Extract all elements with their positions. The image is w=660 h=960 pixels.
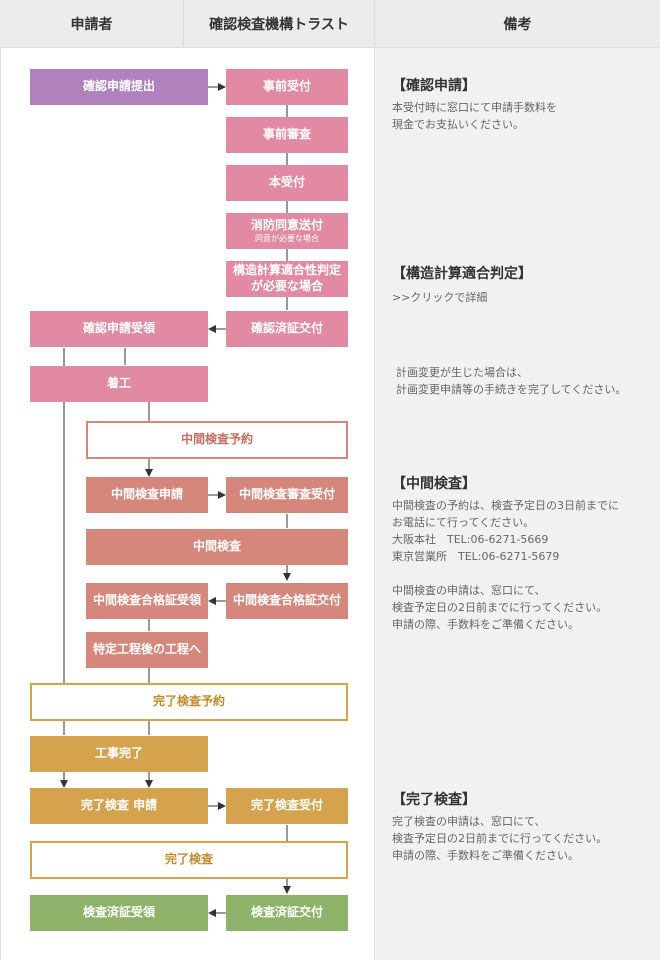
step-after-process: 特定工程後の工程へ bbox=[86, 632, 208, 668]
step-construction-done: 工事完了 bbox=[30, 736, 208, 772]
note-structural-title: 【構造計算適合判定】 bbox=[392, 266, 532, 282]
note-mid-line7: 申請の際、手数料をご準備ください。 bbox=[392, 618, 579, 631]
flow-left-border bbox=[0, 47, 1, 960]
note-mid-line5: 中間検査の申請は、窓口にて、 bbox=[392, 584, 546, 597]
step-final-apply: 完了検査 申請 bbox=[30, 788, 208, 824]
step-cert-receive: 確認申請受領 bbox=[30, 311, 208, 347]
step-mid-review-accept: 中間検査審査受付 bbox=[226, 477, 348, 513]
step-final-cert-receive: 検査済証受領 bbox=[30, 895, 208, 931]
note-mid-line6: 検査予定日の2日前までに行ってください。 bbox=[392, 601, 608, 614]
note-confirm: 【確認申請】 本受付時に窓口にて申請手数料を 現金でお支払いください。 bbox=[392, 75, 652, 133]
step-structural-line1: 構造計算適合性判定 bbox=[232, 263, 341, 278]
step-mid-reserve: 中間検査予約 bbox=[86, 421, 348, 459]
header-agency: 確認検査機構トラスト bbox=[209, 16, 349, 33]
step-mid-pass-receive: 中間検査合格証受領 bbox=[86, 583, 208, 619]
note-final-line1: 完了検査の申請は、窓口にて、 bbox=[392, 815, 546, 828]
table-header bbox=[0, 0, 660, 48]
note-final-line3: 申請の際、手数料をご準備ください。 bbox=[392, 849, 579, 862]
step-mid-pass-issue: 中間検査合格証交付 bbox=[226, 583, 348, 619]
step-construction-start: 着工 bbox=[30, 366, 208, 402]
step-main-accept: 本受付 bbox=[226, 165, 348, 201]
note-change: 計画変更が生じた場合は、 計画変更申請等の手続きを完了してください。 bbox=[396, 364, 656, 398]
note-mid-title: 【中間検査】 bbox=[392, 476, 476, 492]
step-submit: 確認申請提出 bbox=[30, 69, 208, 105]
step-pre-review: 事前審査 bbox=[226, 117, 348, 153]
step-structural-line2: が必要な場合 bbox=[250, 279, 323, 293]
note-mid-line1: 中間検査の予約は、検査予定日の3日前までに bbox=[392, 499, 619, 512]
step-cert-issue: 確認済証交付 bbox=[226, 311, 348, 347]
note-mid-phone-osaka: 大阪本社 TEL:06-6271-5669 bbox=[392, 533, 549, 546]
step-mid-inspection: 中間検査 bbox=[86, 529, 348, 565]
note-confirm-title: 【確認申請】 bbox=[392, 78, 476, 94]
note-structural: 【構造計算適合判定】 >>クリックで詳細 bbox=[392, 263, 652, 306]
note-confirm-line2: 現金でお支払いください。 bbox=[392, 118, 524, 131]
note-mid-line2: お電話にて行ってください。 bbox=[392, 516, 535, 529]
note-final-line2: 検査予定日の2日前までに行ってください。 bbox=[392, 832, 608, 845]
note-change-line2: 計画変更申請等の手続きを完了してください。 bbox=[396, 383, 627, 396]
step-fire-consent-sub: 同意が必要な場合 bbox=[255, 234, 319, 243]
notes-column bbox=[374, 48, 660, 960]
note-final: 【完了検査】 完了検査の申請は、窓口にて、 検査予定日の2日前までに行ってくださ… bbox=[392, 789, 656, 864]
note-final-title: 【完了検査】 bbox=[392, 792, 476, 808]
note-mid: 【中間検査】 中間検査の予約は、検査予定日の3日前までに お電話にて行ってくださ… bbox=[392, 473, 656, 633]
header-divider bbox=[183, 0, 184, 47]
step-final-cert-issue: 検査済証交付 bbox=[226, 895, 348, 931]
step-final-accept: 完了検査受付 bbox=[226, 788, 348, 824]
step-final-inspection: 完了検査 bbox=[30, 841, 348, 879]
note-mid-phone-tokyo: 東京営業所 TEL:06-6271-5679 bbox=[392, 550, 560, 563]
note-confirm-line1: 本受付時に窓口にて申請手数料を bbox=[392, 101, 557, 114]
note-change-line1: 計画変更が生じた場合は、 bbox=[396, 366, 528, 379]
step-fire-consent-label: 消防同意送付 bbox=[250, 218, 323, 233]
step-final-reserve: 完了検査予約 bbox=[30, 683, 348, 721]
header-applicant: 申請者 bbox=[70, 16, 113, 33]
step-fire-consent: 消防同意送付 同意が必要な場合 bbox=[226, 213, 348, 249]
header-notes: 備考 bbox=[374, 0, 660, 47]
note-structural-detail-link[interactable]: >>クリックで詳細 bbox=[392, 291, 488, 304]
step-mid-apply: 中間検査申請 bbox=[86, 477, 208, 513]
step-structural-check: 構造計算適合性判定 が必要な場合 bbox=[226, 261, 348, 297]
step-pre-accept: 事前受付 bbox=[226, 69, 348, 105]
